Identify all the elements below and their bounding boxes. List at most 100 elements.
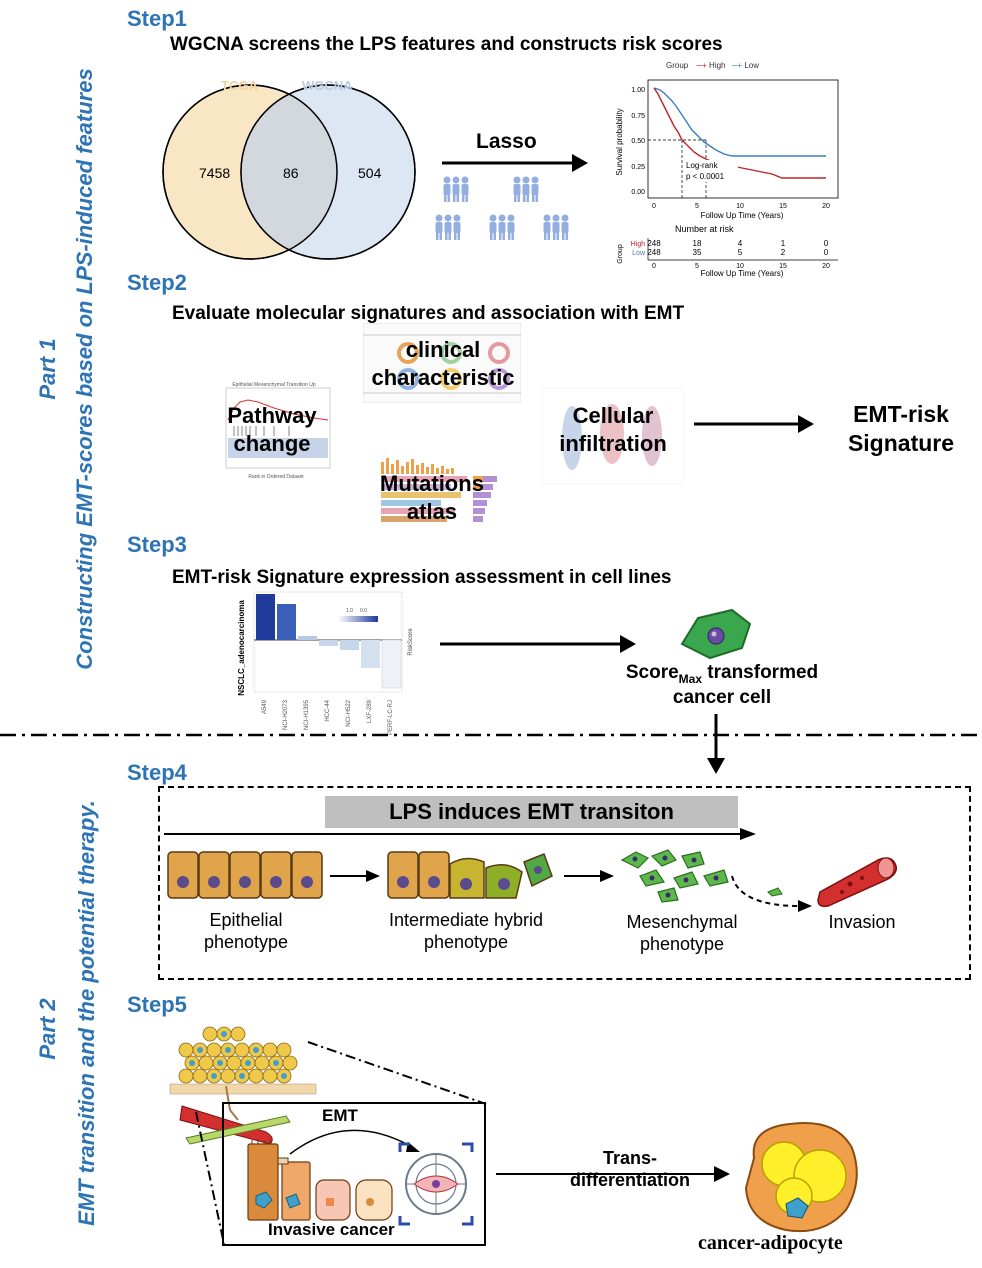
- mutations-atlas-label: Mutations atlas: [380, 471, 484, 524]
- bar-ylabel: NSCLC_adenocarcinoma: [237, 600, 246, 696]
- svg-text:NCI-H1395: NCI-H1395: [304, 699, 310, 730]
- stage-arrow-1: [330, 870, 380, 882]
- signature-arrow: [694, 415, 814, 433]
- transformed-cancer-cell-icon: [680, 608, 752, 660]
- svg-text:2: 2: [781, 248, 786, 257]
- svg-text:NCI-H522: NCI-H522: [346, 699, 352, 726]
- bar-lxf-289: [361, 640, 380, 668]
- venn-right-count: 504: [358, 165, 382, 181]
- svg-text:A549: A549: [262, 699, 268, 714]
- stage-arrow-2: [564, 870, 614, 882]
- clinical-table-thumbnail: [363, 323, 521, 403]
- svg-text:0: 0: [824, 239, 829, 248]
- emt-label: EMT: [322, 1106, 358, 1125]
- bar-perf-lc-rj: [381, 639, 402, 689]
- cellular-infiltration-label: Cellular infiltration: [559, 403, 667, 456]
- svg-text:20: 20: [822, 263, 830, 270]
- svg-text:0: 0: [652, 203, 656, 210]
- svg-text:20: 20: [822, 203, 830, 210]
- lasso-arrow: [442, 154, 588, 172]
- svg-text:0: 0: [824, 248, 829, 257]
- svg-text:1.0: 1.0: [346, 608, 353, 614]
- gsea-plot-thumbnail: Epithelial Mesenchymal Transition Up Ran…: [225, 382, 331, 480]
- km-xlabel: Follow Up Time (Years): [701, 211, 784, 220]
- step3-title: EMT-risk Signature expression assessment…: [172, 567, 672, 588]
- step4-label: Step4: [127, 760, 187, 785]
- emt-cell-sequence-icon: [247, 1139, 474, 1226]
- svg-text:0.75: 0.75: [631, 113, 645, 120]
- clinical-characteristic-label: clinical characteristic: [371, 337, 515, 390]
- km-legend-title: Group: [666, 61, 689, 70]
- svg-text:5: 5: [738, 248, 743, 257]
- svg-text:5: 5: [695, 203, 699, 210]
- step3-label: Step3: [127, 532, 187, 557]
- bar-right-label: RiskScore: [408, 628, 414, 656]
- risk-table-title: Number at risk: [675, 224, 734, 234]
- svg-text:Rank in Ordered Dataset: Rank in Ordered Dataset: [248, 474, 304, 480]
- down-arrow-to-step4: [707, 714, 725, 774]
- svg-text:Epithelial Mesenchymal Transit: Epithelial Mesenchymal Transition Up: [232, 382, 316, 388]
- step2-label: Step2: [127, 270, 187, 295]
- bar-nci-h2073: [277, 604, 296, 640]
- svg-text:0.00: 0.00: [631, 189, 645, 196]
- svg-text:15: 15: [779, 263, 787, 270]
- invasion-dashed-arrow: [731, 875, 812, 912]
- part1-label: Part 1: [35, 338, 60, 400]
- svg-text:Follow Up Time (Years): Follow Up Time (Years): [701, 269, 784, 278]
- step1-label: Step1: [127, 6, 187, 31]
- zoom-lines: [195, 1041, 487, 1245]
- oncoplot-thumbnail: [367, 454, 501, 546]
- svg-text:HCC-44: HCC-44: [325, 699, 331, 721]
- svg-text:15: 15: [779, 203, 787, 210]
- emt-risk-signature-label: EMT-risk Signature: [847, 401, 955, 456]
- trans-differentiation-arrow: [496, 1166, 730, 1182]
- part2-description: EMT transition and the potential therapy…: [74, 800, 99, 1226]
- part2-label: Part 2: [35, 998, 60, 1060]
- svg-text:NCI-H2073: NCI-H2073: [283, 699, 289, 730]
- km-survival-plot: Survival probability 1.00 0.75 0.50 0.25…: [615, 79, 839, 220]
- emt-zoom-box: [222, 1102, 486, 1246]
- bar-hcc-44: [319, 640, 338, 646]
- svg-text:0.25: 0.25: [631, 164, 645, 171]
- svg-text:10: 10: [736, 263, 744, 270]
- risk-table: Group High Low 248 18 4 1 0 248 35 5 2 0…: [617, 238, 838, 278]
- svg-text:248: 248: [647, 248, 661, 257]
- svg-text:1.00: 1.00: [631, 87, 645, 94]
- step4-long-arrow: [164, 828, 756, 840]
- venn-diagram: [162, 84, 416, 260]
- step1-title: WGCNA screens the LPS features and const…: [170, 34, 723, 55]
- venn-left-name: TCGA: [221, 78, 258, 93]
- blood-vessel-icon: [817, 857, 898, 908]
- svg-text:0.0: 0.0: [360, 608, 367, 614]
- km-low-curve: [653, 87, 826, 157]
- cancer-adipocyte-icon: [744, 1122, 858, 1233]
- transformed-cell-label: ScoreMax transformed cancer cell: [625, 662, 819, 708]
- svg-text:0.50: 0.50: [631, 138, 645, 145]
- svg-text:High: High: [631, 241, 646, 248]
- step4-banner: LPS induces EMT transiton: [325, 796, 738, 828]
- cancer-adipocyte-label: cancer-adipocyte: [698, 1232, 843, 1254]
- svg-text:0: 0: [652, 263, 656, 270]
- svg-text:5: 5: [695, 263, 699, 270]
- km-logrank-1: Log-rank: [686, 161, 719, 170]
- part1-description: Constructing EMT-scores based on LPS-ind…: [72, 68, 97, 670]
- svg-text:Group: Group: [617, 244, 624, 264]
- epithelial-cells-icon: [167, 851, 323, 899]
- step5-label: Step5: [127, 992, 187, 1017]
- svg-text:10: 10: [736, 203, 744, 210]
- bar-nci-h1395: [298, 636, 317, 640]
- bar-a549: [256, 594, 275, 640]
- invasive-cancer-label: Invasive cancer: [268, 1220, 395, 1239]
- svg-text:1: 1: [781, 239, 786, 248]
- km-high-curve: [653, 87, 826, 179]
- km-legend: Group ─+ High ─+ Low: [666, 61, 759, 70]
- svg-text:LXF-289: LXF-289: [367, 699, 373, 723]
- svg-text:35: 35: [693, 248, 702, 257]
- bar-nci-h522: [340, 640, 359, 650]
- part-separator: [0, 733, 982, 737]
- svg-text:18: 18: [693, 239, 702, 248]
